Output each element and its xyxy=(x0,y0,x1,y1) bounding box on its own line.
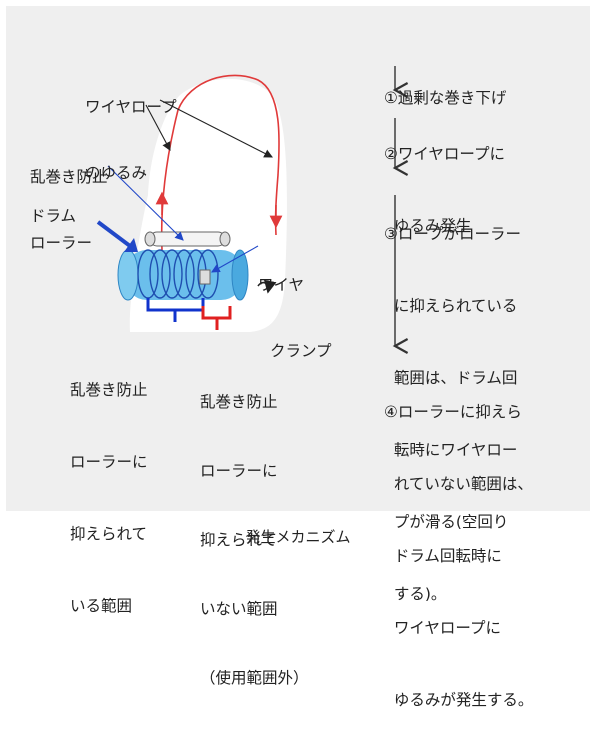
drum-label: ドラム xyxy=(30,207,77,225)
diagram-panel xyxy=(6,6,590,511)
pressed-range-label: 乱巻き防止 ローラーに 抑えられて いる範囲 xyxy=(70,381,148,615)
clamp-leader xyxy=(211,245,259,273)
drum xyxy=(117,249,249,301)
rotation-arrow xyxy=(257,279,277,294)
slack-leader-1 xyxy=(145,104,171,151)
caption: 発生メカニズム xyxy=(245,528,351,546)
slack-leader-2 xyxy=(159,99,273,158)
anti-tangle-roller xyxy=(144,231,231,247)
wire-rope-slack xyxy=(160,74,280,251)
anti-roller-label: 乱巻き防止 ローラー xyxy=(30,168,108,252)
step-2: ②ワイヤロープに ゆるみ発生 xyxy=(384,145,506,235)
roller-leader xyxy=(107,165,184,241)
pressed-range-bracket xyxy=(146,298,205,322)
wire-clamp-label: ワイヤ クランプ xyxy=(258,276,332,360)
step-1: ①過剰な巻き下げ xyxy=(384,89,507,107)
unpressed-range-bracket xyxy=(201,306,232,330)
wire-clamp xyxy=(199,269,211,285)
drum-pointer xyxy=(96,220,132,248)
wire-slack-label: ワイヤロープ のゆるみ xyxy=(85,98,177,182)
mechanism-diagram xyxy=(96,66,409,354)
